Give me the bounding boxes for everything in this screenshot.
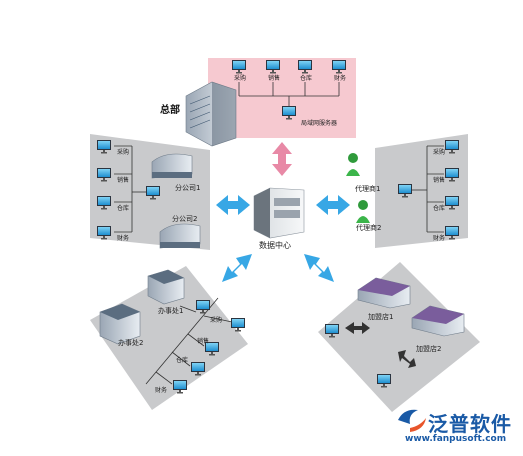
office-dept-label: 财务: [155, 387, 168, 394]
hq-building-icon: [185, 81, 237, 147]
office1-label: 办事处1: [158, 307, 184, 315]
datacenter-label: 数据中心: [259, 241, 291, 250]
hq-server-label: 局域网服务器: [301, 120, 338, 127]
agent-dept-label: 财务: [433, 235, 446, 242]
link-arrows: [216, 195, 350, 282]
branch-dept-label: 财务: [117, 235, 130, 242]
agent-dept-label: 采购: [433, 149, 446, 156]
branch2-building-icon: [159, 223, 201, 249]
office-dept-label: 销售: [197, 338, 210, 345]
hq-dept-label: 财务: [334, 75, 347, 82]
hq-dept-label: 采购: [234, 75, 247, 82]
office2-building-icon: [99, 303, 141, 345]
office1-building-icon: [147, 269, 185, 305]
store2-building-icon: [411, 305, 465, 337]
agent-panel: [375, 134, 468, 248]
office-dept-label: 采购: [210, 317, 223, 324]
agent-dept-label: 销售: [433, 177, 446, 184]
logo-name: 泛普软件: [428, 412, 512, 436]
link-arrow: [272, 142, 292, 176]
branch-dept-label: 销售: [117, 177, 130, 184]
agent-dept-label: 仓库: [433, 205, 446, 212]
store1-building-icon: [357, 277, 411, 309]
branch1-label: 分公司1: [175, 184, 201, 192]
agent1-label: 代理商1: [355, 185, 381, 193]
office-dept-label: 仓库: [176, 357, 189, 364]
hq-dept-label: 销售: [268, 75, 281, 82]
branch-dept-label: 采购: [117, 149, 130, 156]
datacenter-server-icon: [253, 187, 305, 239]
agent1-person-icon: [346, 153, 360, 176]
branch1-building-icon: [151, 153, 193, 179]
agent2-label: 代理商2: [356, 224, 382, 232]
office2-label: 办事处2: [118, 339, 144, 347]
agent2-person-icon: [356, 200, 370, 223]
store1-label: 加盟店1: [368, 313, 394, 321]
store2-label: 加盟店2: [416, 345, 442, 353]
logo-icon: [398, 409, 426, 432]
branch-dept-label: 仓库: [117, 205, 130, 212]
hq-title: 总部: [160, 105, 180, 116]
hq-dept-label: 仓库: [300, 75, 313, 82]
branch2-label: 分公司2: [172, 215, 198, 223]
logo-url: www.fanpusoft.com: [405, 434, 507, 444]
